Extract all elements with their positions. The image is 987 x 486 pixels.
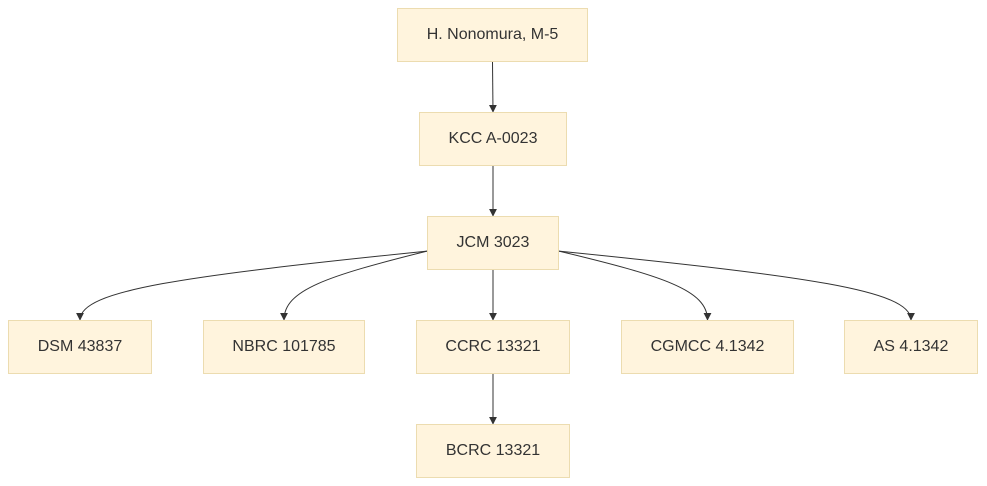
node-as: AS 4.1342 xyxy=(844,320,978,374)
node-dsm: DSM 43837 xyxy=(8,320,152,374)
edge-root-to-kcc xyxy=(488,61,497,113)
edge-jcm-to-dsm xyxy=(76,250,428,321)
edge-jcm-to-nbrc xyxy=(280,250,428,321)
node-cgmcc: CGMCC 4.1342 xyxy=(621,320,794,374)
node-bcrc: BCRC 13321 xyxy=(416,424,570,478)
node-h-nonomura-m5: H. Nonomura, M-5 xyxy=(397,8,588,62)
node-nbrc: NBRC 101785 xyxy=(203,320,365,374)
node-kcc: KCC A-0023 xyxy=(419,112,567,166)
edges-group xyxy=(76,61,915,425)
node-ccrc: CCRC 13321 xyxy=(416,320,570,374)
edge-jcm-to-as xyxy=(558,250,915,321)
node-jcm: JCM 3023 xyxy=(427,216,559,270)
edge-jcm-to-cgmcc xyxy=(558,250,712,321)
